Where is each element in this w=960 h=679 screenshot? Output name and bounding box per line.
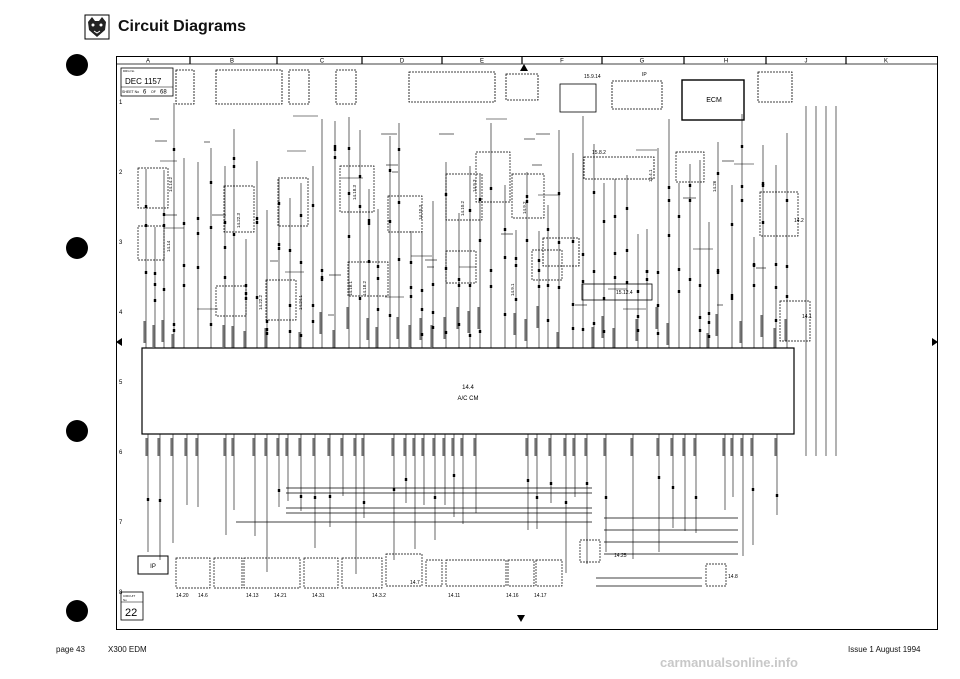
grid-row-label: 4	[119, 310, 123, 316]
svg-text:No: No	[123, 598, 127, 602]
label-14-1: 14.1	[802, 314, 812, 320]
label-15-9-14: 15.9.14	[584, 74, 601, 80]
bottom-ip-label: IP	[150, 564, 156, 570]
label-14-13: 14.13	[246, 593, 259, 599]
grid-row-label: 7	[119, 520, 123, 526]
label-15-4-1: 15.4.1	[648, 169, 653, 182]
label-14-22-3: 14.22.3	[236, 212, 241, 228]
label-14-24-1: 14.24.1	[298, 294, 303, 310]
label-14-21: 14.21	[274, 593, 287, 599]
grid-column-label: J	[805, 59, 808, 65]
label-14-3-2: 14.3.2	[372, 593, 386, 599]
label-15-8-2: 15.8.2	[592, 150, 606, 156]
label-14-2: 14.2	[794, 218, 804, 224]
label-14-26: 14.26	[712, 180, 717, 192]
grid-column-label: A	[146, 59, 150, 65]
grid-column-label: C	[320, 59, 325, 65]
header: Circuit Diagrams	[84, 14, 246, 40]
drawing-label: DRG No	[123, 69, 135, 73]
label-14-9-1: 14.9.1	[510, 283, 515, 296]
grid-column-label: B	[230, 59, 234, 65]
page-title: Circuit Diagrams	[118, 18, 247, 35]
binder-hole	[66, 420, 88, 442]
upper-wiring	[144, 103, 789, 348]
grid-column-label: K	[884, 59, 888, 65]
of-label: OF	[151, 90, 156, 94]
label-14-10-2: 14.10.2	[460, 200, 465, 216]
label-14-7: 14.7	[410, 580, 420, 586]
grid-row-label: 6	[119, 450, 123, 456]
label-14-9-3: 14.9.3	[472, 179, 477, 192]
grid-column-label: H	[724, 59, 728, 65]
binder-hole	[66, 54, 88, 76]
lower-wire-labels	[145, 438, 777, 456]
module-ref: 14.4	[462, 385, 474, 391]
circuit-number: 22	[125, 607, 137, 619]
upper-wire-labels	[143, 306, 787, 356]
label-14-6: 14.6	[198, 593, 208, 599]
label-14-17: 14.17	[534, 593, 547, 599]
grid-column-label: G	[640, 59, 645, 65]
sheet-number: 6	[143, 90, 147, 96]
label-15-12-4: 15.12.4	[616, 290, 633, 296]
issue-date: Issue 1 August 1994	[848, 645, 921, 654]
label-14-10-3: 14.10.3	[418, 204, 423, 220]
label-ecm: ECM	[706, 97, 722, 104]
label-14-31: 14.31	[312, 593, 325, 599]
label-ip-top: IP	[642, 72, 647, 78]
label-14-18-2: 14.18.2	[362, 280, 367, 296]
label-14-9-2: 14.9.2	[522, 201, 527, 214]
watermark: carmanualsonline.info	[660, 655, 798, 670]
label-14-11: 14.11	[448, 593, 460, 599]
of-value: 68	[160, 90, 167, 96]
sheet-label: SHEET No	[122, 90, 139, 94]
binder-hole	[66, 237, 88, 259]
label-14-25: 14.25	[614, 553, 627, 559]
doc-title: X300 EDM	[108, 645, 147, 654]
page-number: page 43	[56, 645, 85, 654]
circuit-no-label: CIRCUIT	[123, 594, 135, 598]
grid-row-label: 2	[119, 170, 123, 176]
grid-row-label: 3	[119, 240, 123, 246]
label-14-8: 14.8	[728, 574, 738, 580]
title-block: DRG No DEC 1157 SHEET No 6 OF 68	[120, 67, 174, 97]
lower-wiring	[146, 106, 837, 574]
grid-column-label: E	[480, 59, 484, 65]
label-14-20: 14.20	[176, 593, 189, 599]
grid-row-label: 1	[119, 100, 123, 106]
ac-control-module	[141, 347, 795, 435]
label-14-18-3: 14.18.3	[352, 184, 357, 200]
module-name: A/C CM	[458, 396, 479, 402]
label-14-22-2: 14.22.2	[258, 294, 263, 310]
grid-row-label: 5	[119, 380, 123, 386]
binder-hole	[66, 600, 88, 622]
jaguar-head-icon	[84, 14, 110, 40]
grid-column-label: D	[400, 59, 405, 65]
grid-column-label: F	[560, 59, 564, 65]
label-14-14-2: 14.14.2	[168, 176, 173, 192]
drawing-number: DEC 1157	[125, 77, 162, 86]
label-14-18-1: 14.18.1	[348, 280, 353, 296]
label-14-16: 14.16	[506, 593, 519, 599]
label-14-14: 14.14	[166, 240, 171, 252]
